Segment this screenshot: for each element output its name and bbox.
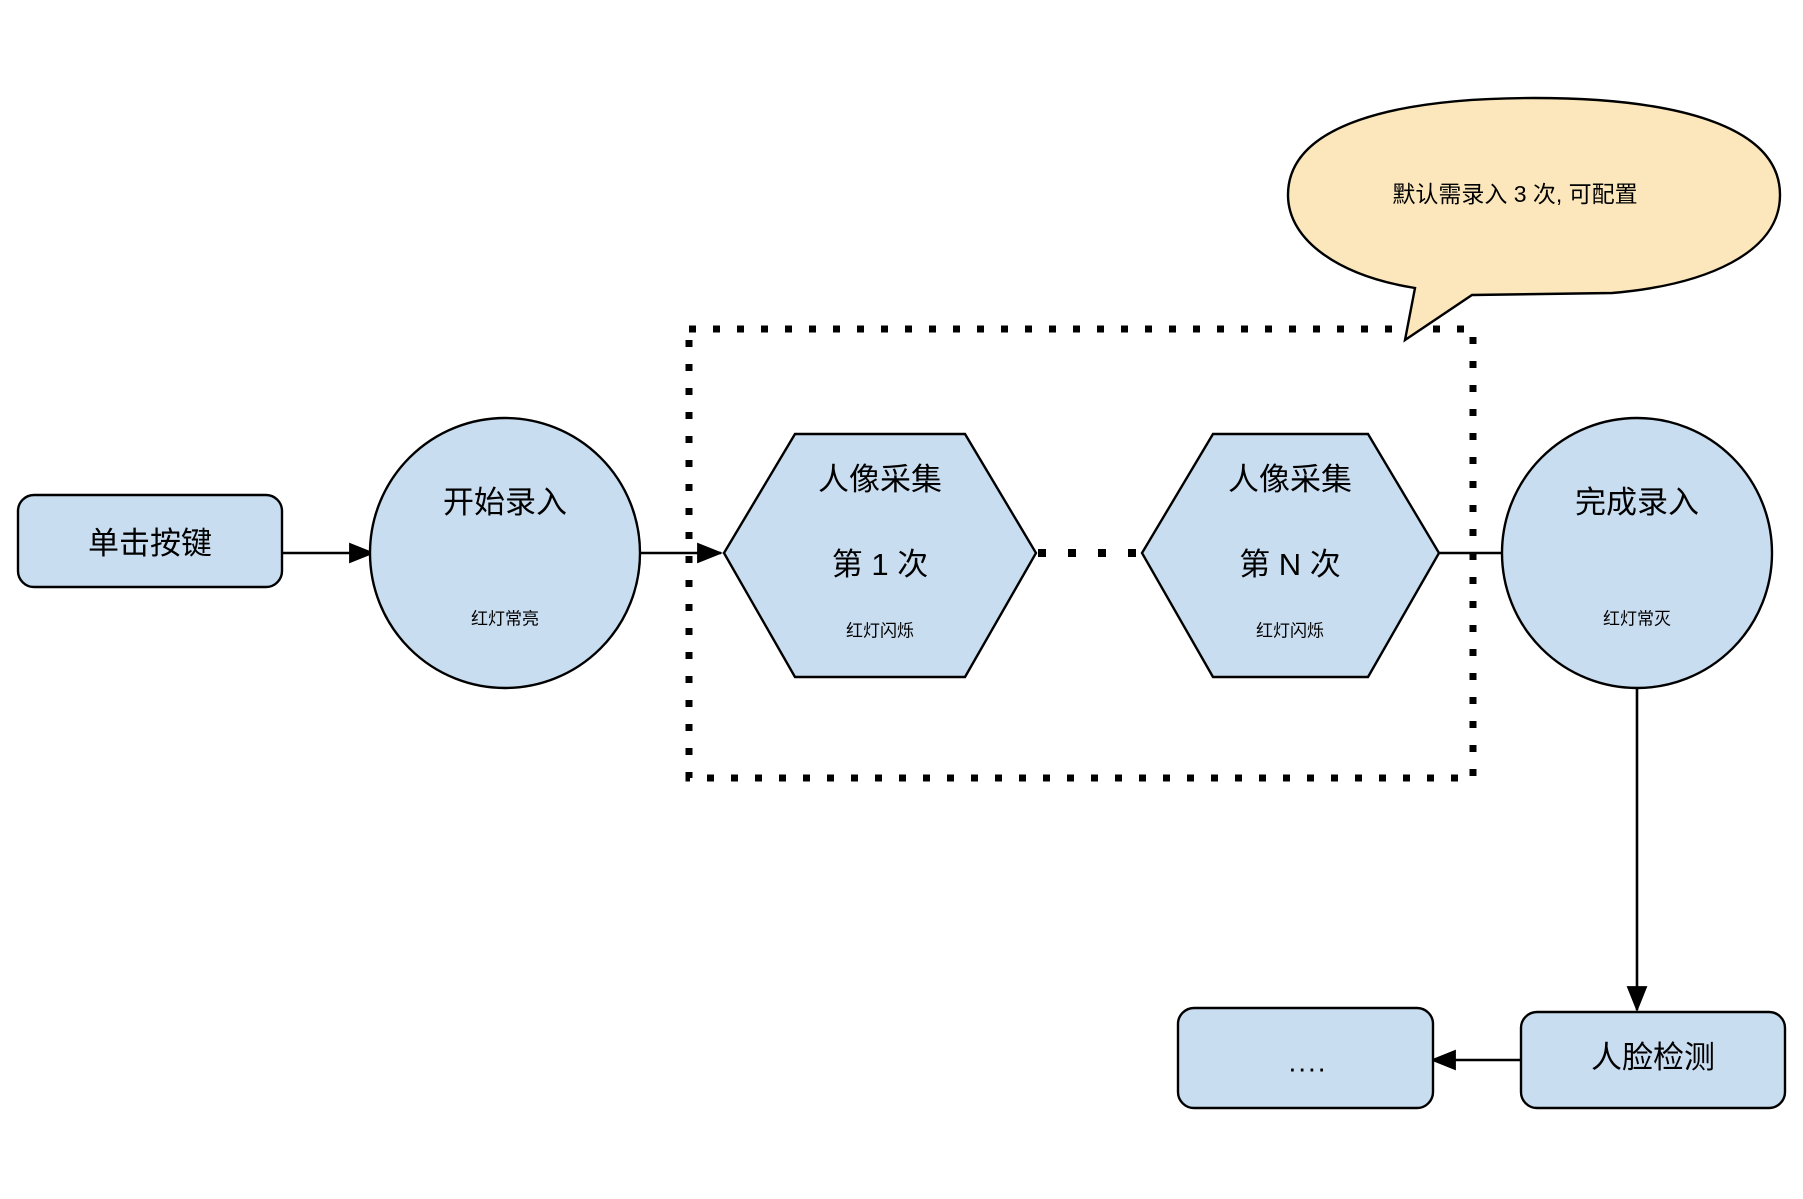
capture-first-label-line1: 人像采集: [818, 462, 942, 497]
click-button-shape[interactable]: [16, 493, 284, 589]
callout-balloon-shape: [1286, 96, 1782, 343]
start-enroll-label: 开始录入: [443, 485, 567, 520]
node-start-enroll[interactable]: 开始录入 红灯常亮: [368, 416, 642, 690]
more-steps-label: ....: [1288, 1046, 1327, 1077]
node-finish-enroll[interactable]: 完成录入 红灯常灭: [1500, 416, 1774, 690]
node-click-button[interactable]: 单击按键: [16, 493, 284, 589]
callout-balloon: 默认需录入 3 次, 可配置: [1286, 96, 1782, 343]
node-more-steps[interactable]: ....: [1176, 1006, 1435, 1110]
face-detect-label: 人脸检测: [1591, 1040, 1715, 1075]
callout-text: 默认需录入 3 次, 可配置: [1392, 181, 1637, 207]
finish-enroll-sublabel: 红灯常灭: [1603, 609, 1671, 628]
face-detect-shape[interactable]: [1519, 1010, 1787, 1110]
capture-nth-sublabel: 红灯闪烁: [1256, 621, 1324, 640]
capture-nth-shape[interactable]: [1140, 432, 1441, 679]
finish-enroll-shape[interactable]: [1500, 416, 1774, 690]
capture-first-shape[interactable]: [722, 432, 1038, 679]
capture-first-sublabel: 红灯闪烁: [846, 621, 914, 640]
click-button-label: 单击按键: [88, 526, 212, 561]
start-enroll-shape[interactable]: [368, 416, 642, 690]
capture-nth-label-line2: 第 N 次: [1239, 547, 1341, 582]
capture-nth-label-line1: 人像采集: [1228, 462, 1352, 497]
capture-first-label-line2: 第 1 次: [832, 547, 928, 582]
more-steps-shape[interactable]: [1176, 1006, 1435, 1110]
finish-enroll-label: 完成录入: [1575, 485, 1699, 520]
node-capture-first[interactable]: 人像采集 第 1 次 红灯闪烁: [722, 432, 1038, 679]
start-enroll-sublabel: 红灯常亮: [471, 609, 539, 628]
node-face-detect[interactable]: 人脸检测: [1519, 1010, 1787, 1110]
node-capture-nth[interactable]: 人像采集 第 N 次 红灯闪烁: [1140, 432, 1441, 679]
